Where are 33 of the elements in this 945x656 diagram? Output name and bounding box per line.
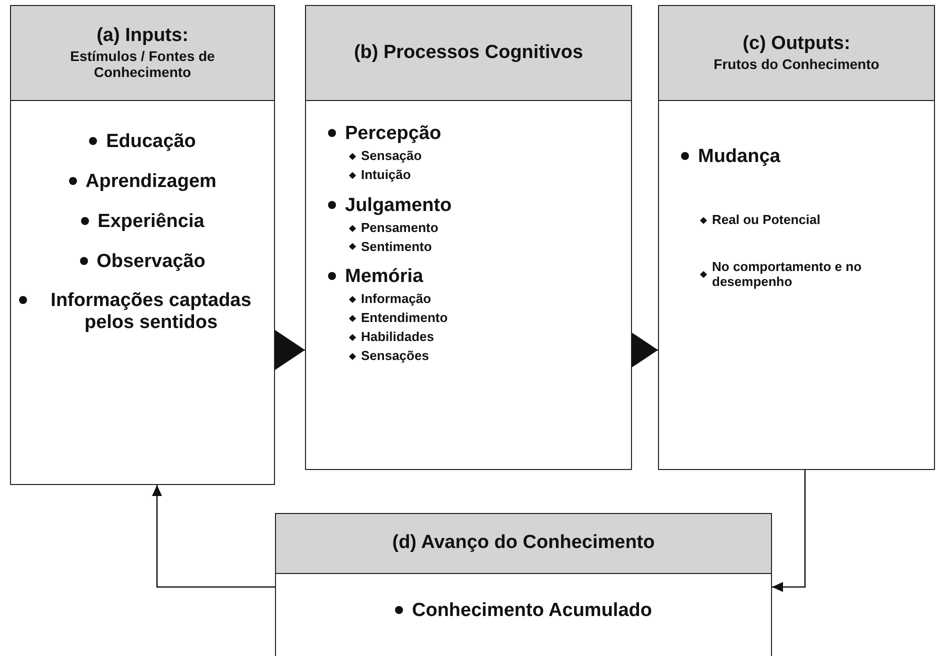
list-item: Pensamento [361,220,438,236]
subheading: Frutos do Conhecimento [712,56,880,73]
list-item: Real ou Potencial [712,212,820,228]
feedback-arrow [152,485,275,588]
list-item: Informação [361,292,432,308]
list-item: Julgamento [345,194,452,217]
list-item: Entendimento [361,311,448,326]
heading: (b) Processos Cognitivos [352,42,584,64]
list-item: Educação [106,131,196,153]
heading: (c) Outputs: [742,33,852,56]
list-item: Informações captadas pelos sentidos [50,290,252,334]
column-box [10,5,275,485]
arrow [275,330,305,370]
list-item: Percepção [345,123,442,145]
list-item: Aprendizagem [86,170,216,193]
feedback-arrow [772,470,806,592]
list-item: Experiência [98,210,204,233]
column-box [658,5,935,470]
list-item: Mudança [698,146,780,168]
heading: (a) Inputs: [96,24,190,48]
column-box [305,5,632,470]
subheading: Estímulos / Fontes de Conhecimento [69,48,216,82]
list-item: Memória [345,266,424,288]
heading: (d) Avanço do Conhecimento [391,532,656,555]
list-item: Conhecimento Acumulado [412,600,652,622]
column-box [275,513,772,656]
list-item: Observação [96,250,206,272]
list-item: Sentimento [361,240,432,254]
list-item: Habilidades [361,330,434,346]
list-item: Intuição [361,168,411,183]
list-item: Sensação [361,148,422,164]
list-item: No comportamento e no desempenho [712,260,863,290]
list-item: Sensações [361,349,429,364]
